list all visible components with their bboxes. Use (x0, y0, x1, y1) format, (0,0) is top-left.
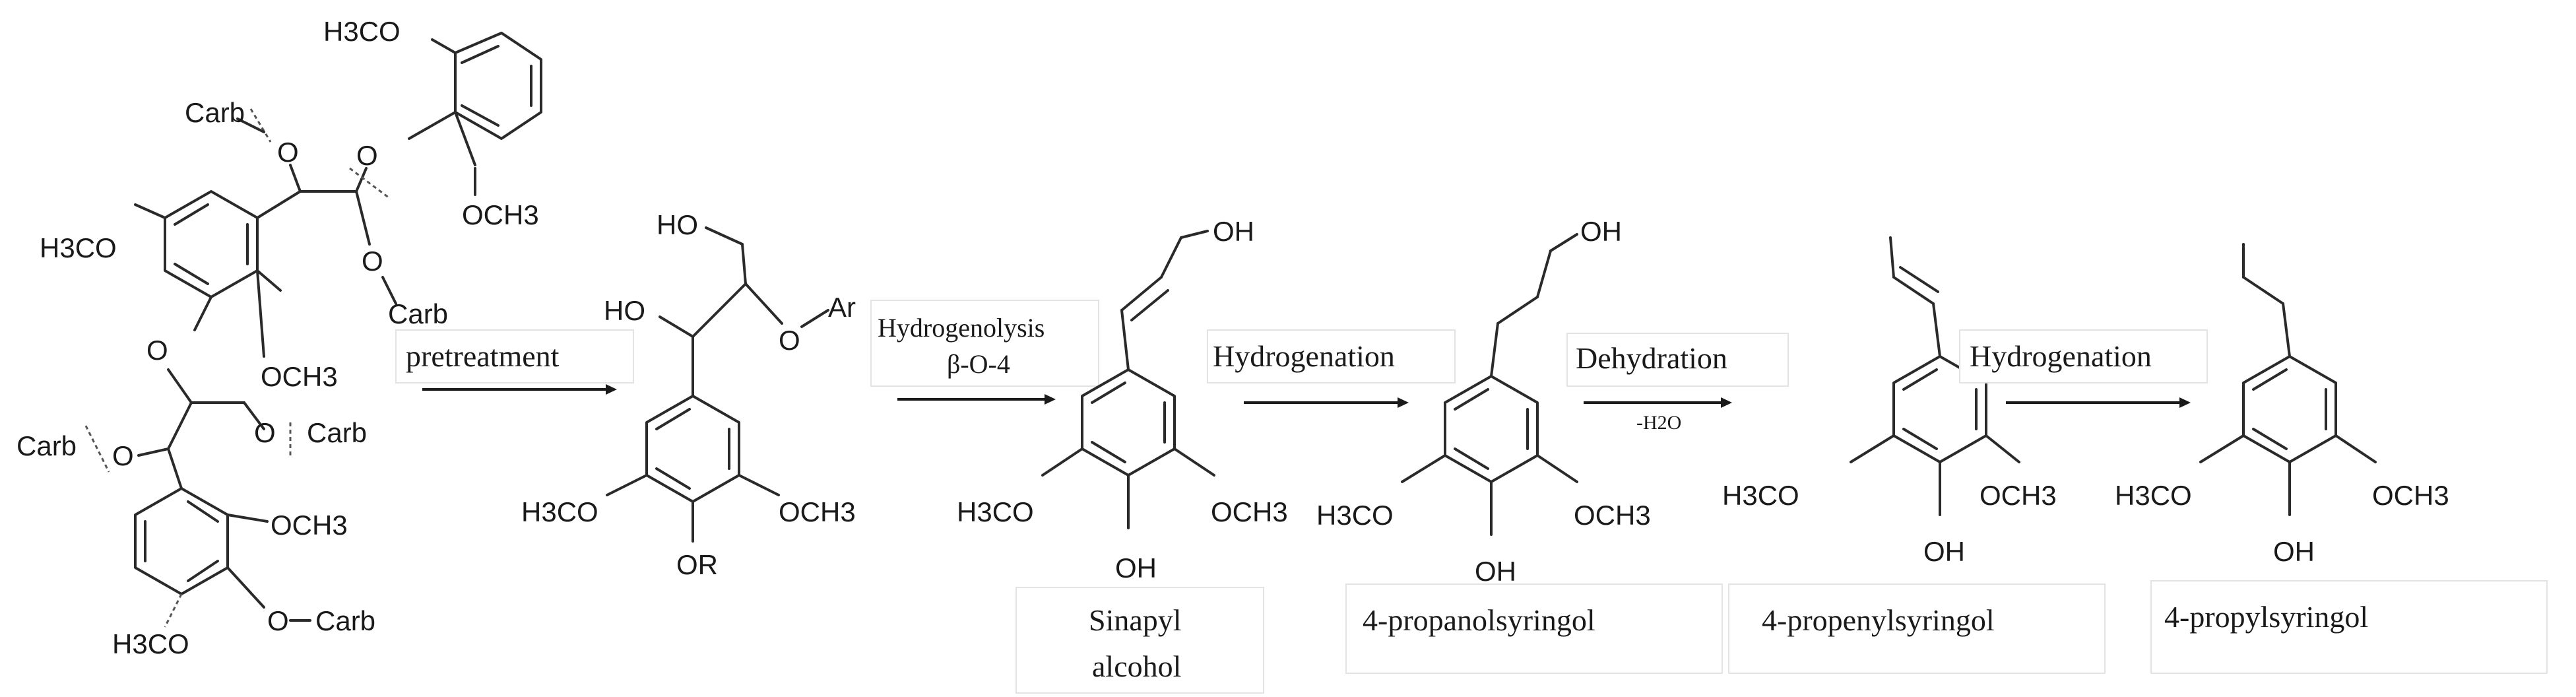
h3co-middle-label: H3CO (40, 232, 117, 263)
propenyl-name-box (1728, 583, 2106, 674)
pretreatment-label: pretreatment (406, 339, 560, 373)
bottom-aromatic-ring (134, 487, 229, 595)
propanol-name: 4-propanolsyringol (1363, 603, 1595, 637)
pretreatment-label-box (395, 329, 634, 383)
hydrogenation-1-label: Hydrogenation (1213, 339, 1395, 373)
intermediate-ar: Ar (828, 292, 856, 323)
propyl-oh: OH (2273, 536, 2315, 567)
propanol-oh-top: OH (1580, 216, 1622, 247)
och3-top-label: OCH3 (462, 199, 539, 230)
sinapyl-och3: OCH3 (1211, 496, 1288, 527)
propanol-oh: OH (1475, 556, 1516, 587)
intermediate-ho-top: HO (657, 209, 698, 240)
propyl-name-box (2150, 580, 2548, 674)
beta-o-4-label: β-O-4 (947, 349, 1010, 379)
propanol-name-box (1345, 583, 1723, 674)
hydrogenation-2-arrowhead (2179, 397, 2191, 408)
step-pretreatment: pretreatment (395, 329, 634, 395)
o-carb-ether-5: O (267, 605, 289, 636)
propenyl-name: 4-propenylsyringol (1762, 603, 1995, 637)
propyl-name: 4-propylsyringol (2164, 600, 2368, 634)
sinapyl-name-line2: alcohol (1092, 649, 1181, 683)
sinapyl-name-line1: Sinapyl (1089, 603, 1182, 637)
h3co-bottom-label: H3CO (112, 628, 189, 659)
propenylsyringol-structure: H3CO OCH3 OH 4-propenylsyringol (1722, 236, 2106, 674)
propyl-h3co: H3CO (2115, 480, 2192, 511)
hydrogenation-2-label-box (1959, 329, 2208, 383)
o-top-ether: O (356, 140, 378, 171)
carb-label-1: Carb (185, 97, 245, 128)
sinapyl-alcohol-structure: OH H3CO OCH3 OH Sinapyl alcohol (957, 216, 1288, 694)
och3-bottom-label: OCH3 (271, 510, 348, 541)
propanol-h3co: H3CO (1316, 500, 1394, 531)
intermediate-or: OR (676, 549, 718, 580)
step-dehydration: Dehydration -H2O (1566, 333, 1789, 434)
lignin-fragment: H3CO OCH3 O O Carb O Carb H3CO OCH3 O (16, 16, 542, 659)
dehydration-label: Dehydration (1576, 341, 1727, 375)
propenyl-oh: OH (1923, 536, 1965, 567)
hydrogenolysis-label-box (870, 300, 1099, 387)
o-carb-ether-1: O (277, 137, 299, 168)
intermediate-aromatic-ring (645, 395, 740, 503)
sinapyl-h3co: H3CO (957, 496, 1034, 527)
hydrogenation-1-label-box (1207, 329, 1456, 383)
hydrogenolysis-label: Hydrogenolysis (878, 313, 1045, 343)
carb-label-3: Carb (307, 417, 367, 448)
step-hydrogenolysis: Hydrogenolysis β-O-4 (870, 300, 1099, 405)
dehydration-label-box (1566, 333, 1789, 387)
propyl-aromatic-ring (2242, 355, 2337, 463)
carb-label-2: Carb (388, 298, 448, 329)
intermediate-h3co: H3CO (521, 496, 598, 527)
och3-middle-label: OCH3 (261, 361, 338, 392)
o-carb-ether-3: O (254, 417, 276, 448)
propanol-aromatic-ring (1444, 375, 1539, 483)
top-aromatic-ring (454, 32, 542, 140)
propylsyringol-structure: H3CO OCH3 OH 4-propylsyringol (2115, 243, 2548, 674)
propanolsyringol-structure: OH H3CO OCH3 OH 4-propanolsyringol (1316, 216, 1723, 674)
step-hydrogenation-2: Hydrogenation (1959, 329, 2208, 408)
o-carb-ether-2: O (362, 246, 383, 277)
propenyl-h3co: H3CO (1722, 480, 1799, 511)
sinapyl-oh-top: OH (1213, 216, 1254, 247)
hydrogenation-2-label: Hydrogenation (1970, 339, 2152, 373)
o-carb-ether-4: O (112, 440, 134, 471)
pretreatment-arrowhead (606, 384, 617, 395)
intermediate-o: O (779, 325, 800, 356)
sinapyl-oh: OH (1115, 552, 1157, 583)
carb-label-5: Carb (315, 605, 375, 636)
middle-aromatic-ring (164, 190, 259, 298)
propanol-och3: OCH3 (1574, 500, 1651, 531)
intermediate-structure: HO O Ar HO H3CO OCH3 OR (521, 209, 856, 580)
h3co-top-label: H3CO (323, 16, 401, 47)
hydrogenolysis-arrowhead (1045, 394, 1056, 405)
sinapyl-name-box (1015, 587, 1264, 694)
intermediate-och3: OCH3 (779, 496, 856, 527)
dehydration-arrowhead (1721, 397, 1732, 408)
step-hydrogenation-1: Hydrogenation (1207, 329, 1456, 408)
hydrogenation-1-arrowhead (1398, 397, 1409, 408)
carb-label-4: Carb (16, 430, 77, 461)
dehydration-water-label: -H2O (1636, 412, 1681, 434)
intermediate-ho-mid: HO (604, 295, 645, 326)
propenyl-och3: OCH3 (1980, 480, 2057, 511)
propyl-och3: OCH3 (2372, 480, 2449, 511)
o-middle-ether: O (146, 335, 168, 366)
